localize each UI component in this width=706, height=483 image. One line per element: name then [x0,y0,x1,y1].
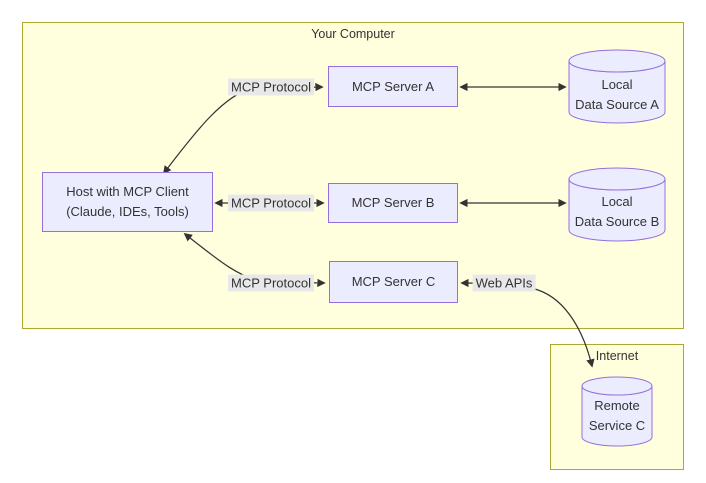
edge-label-mcp-protocol-a: MCP Protocol [228,78,314,96]
host-node-line1: Host with MCP Client [66,184,189,199]
mcp-server-c-label: MCP Server C [351,274,436,289]
arrow-host-server-a [162,82,324,175]
cylinder-data-source-b-top [568,167,666,191]
mcp-server-b-node: MCP Server B [328,183,458,223]
mcp-server-a-node: MCP Server A [328,66,458,107]
remote-service-c-text: Remote Service C [589,396,645,436]
cylinder-data-source-a-top [568,49,666,73]
edge-label-web-apis: Web APIs [472,274,536,292]
mcp-server-b-label: MCP Server B [351,195,435,210]
host-node: Host with MCP Client (Claude, IDEs, Tool… [42,172,213,232]
data-source-a-line2: Data Source A [575,97,659,112]
data-source-b-line2: Data Source B [574,214,660,229]
arrow-server-c-remote-service [460,278,595,368]
data-source-b-line1: Local [601,194,633,209]
mcp-server-c-node: MCP Server C [329,261,458,303]
your-computer-label: Your Computer [311,27,395,41]
remote-service-c-line1: Remote [594,398,640,413]
edge-label-mcp-protocol-c: MCP Protocol [228,274,314,292]
internet-label: Internet [595,349,639,363]
data-source-a-line1: Local [601,77,633,92]
edge-label-mcp-protocol-b: MCP Protocol [228,194,314,212]
data-source-b-text: Local Data Source B [575,192,660,232]
host-node-line2: (Claude, IDEs, Tools) [66,204,189,219]
mcp-server-a-label: MCP Server A [351,78,435,94]
remote-service-c-line2: Service C [588,418,646,433]
data-source-a-text: Local Data Source A [575,75,659,115]
cylinder-remote-service-c-top [581,376,653,396]
